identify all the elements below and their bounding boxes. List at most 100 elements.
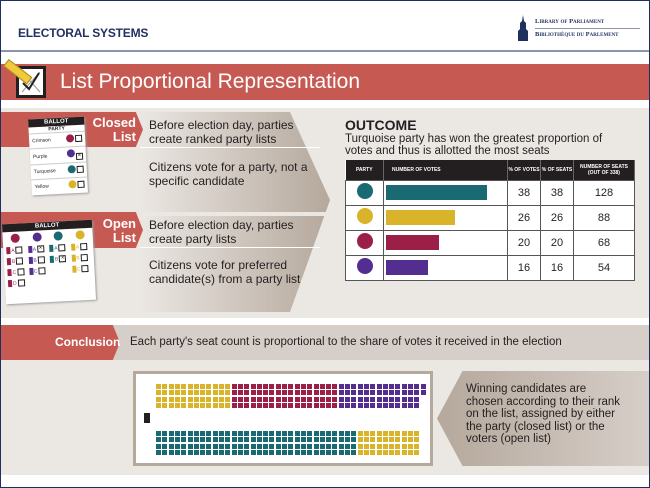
seat <box>206 437 212 443</box>
seat <box>408 396 413 402</box>
seat <box>288 390 294 396</box>
closed-list-label: Closed List <box>92 115 136 144</box>
seat <box>282 384 287 389</box>
seat <box>181 431 187 436</box>
seat <box>282 431 287 436</box>
seat <box>307 402 313 408</box>
pct-seats: 26 <box>540 204 574 231</box>
seat <box>231 431 237 436</box>
seat <box>212 390 218 396</box>
seat <box>319 396 325 402</box>
vote-bar <box>386 185 487 200</box>
seat <box>345 390 350 396</box>
seat <box>156 437 161 443</box>
seat <box>370 431 376 436</box>
seat <box>193 443 199 449</box>
closed-step-2: Citizens vote for a party, not a specifi… <box>149 160 308 188</box>
seat <box>370 449 376 455</box>
seat <box>168 431 174 436</box>
seat <box>376 384 382 389</box>
seat <box>174 390 180 396</box>
seat <box>162 384 168 389</box>
party-name: Crimson <box>32 137 51 145</box>
seat <box>294 384 300 389</box>
seat <box>256 431 262 436</box>
seat <box>193 431 199 436</box>
seat <box>363 437 369 443</box>
seat <box>250 402 256 408</box>
party-name: Turquoise <box>33 168 57 176</box>
seat <box>225 402 231 408</box>
seat <box>300 449 306 455</box>
seat <box>313 449 319 455</box>
seat <box>313 443 319 449</box>
seat <box>363 390 369 396</box>
seat <box>363 402 369 408</box>
seat <box>376 443 382 449</box>
seat <box>206 443 212 449</box>
seat <box>395 396 401 402</box>
seat <box>357 449 363 455</box>
seat <box>414 384 420 389</box>
seat <box>269 396 275 402</box>
seat <box>219 431 224 436</box>
seat <box>288 396 294 402</box>
process-chevron <box>140 112 340 312</box>
seat <box>319 449 325 455</box>
vote-bar-cell <box>383 204 508 231</box>
seat <box>244 390 250 396</box>
seat <box>313 396 319 402</box>
outcome-row: 20 20 68 <box>345 229 635 256</box>
seat <box>389 402 395 408</box>
title-banner <box>0 64 650 100</box>
seat <box>156 396 161 402</box>
seat <box>231 437 237 443</box>
seat <box>156 431 161 436</box>
seat <box>162 437 168 443</box>
ballot-checkbox <box>79 242 88 251</box>
seat <box>313 437 319 443</box>
seat <box>225 396 231 402</box>
seat <box>351 390 357 396</box>
vote-bar <box>386 235 439 250</box>
logo-text-en: Library of Parliament <box>535 18 605 25</box>
seat <box>225 443 231 449</box>
library-logo: Library of Parliament Bibliothèque du Pa… <box>515 15 640 41</box>
seat <box>263 443 269 449</box>
seat <box>256 390 262 396</box>
seat <box>357 402 363 408</box>
seat <box>401 449 407 455</box>
seat <box>300 402 306 408</box>
seat <box>275 390 281 396</box>
seat-count: 54 <box>573 254 635 281</box>
ballot-checkbox: × <box>59 255 67 263</box>
seat <box>338 431 344 436</box>
seat-count: 88 <box>573 204 635 231</box>
seat <box>156 390 161 396</box>
seat <box>237 390 243 396</box>
seat <box>275 431 281 436</box>
candidate-letter: B <box>11 258 16 265</box>
seat <box>408 402 413 408</box>
seat <box>307 431 313 436</box>
seat <box>225 449 231 455</box>
seat <box>401 396 407 402</box>
seat <box>237 443 243 449</box>
seat <box>326 402 332 408</box>
seat <box>206 449 212 455</box>
seat <box>294 449 300 455</box>
candidate-icon <box>71 254 76 262</box>
candidate-letter: A <box>75 243 80 251</box>
candidate-letter: C <box>33 268 38 275</box>
seat <box>370 396 376 402</box>
col-pct-seats: % OF SEATS <box>540 160 574 180</box>
seat <box>382 443 388 449</box>
seat <box>357 431 363 436</box>
seat <box>363 384 369 389</box>
seat <box>168 384 174 389</box>
seat <box>244 384 250 389</box>
seat <box>275 437 281 443</box>
col-pct-votes: % OF VOTES <box>507 160 541 180</box>
seat <box>219 384 224 389</box>
seat <box>206 431 212 436</box>
